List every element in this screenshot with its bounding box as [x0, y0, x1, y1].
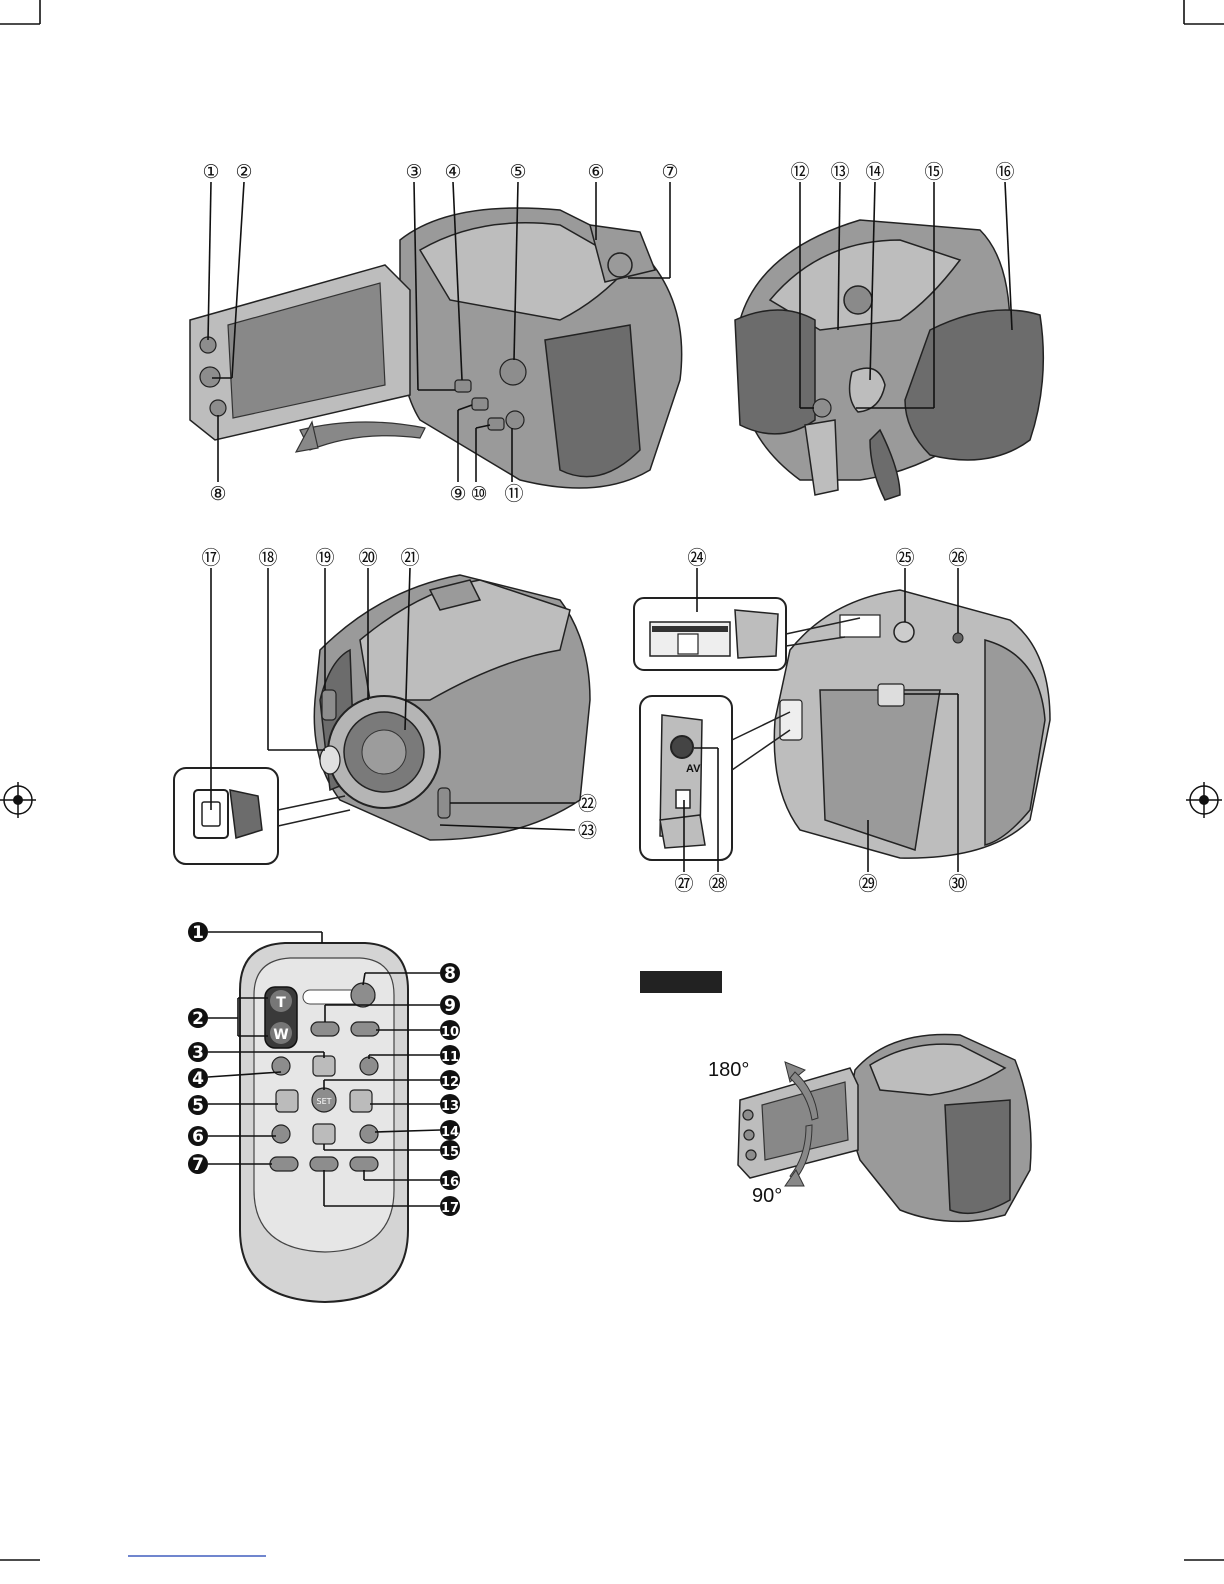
callout-20: ⑳ [358, 547, 377, 569]
callout-16: ⑯ [995, 161, 1014, 183]
callout-10: ⑩ [470, 483, 487, 505]
callout-18: ⑱ [258, 547, 277, 569]
remote-callout-8: 8 [444, 964, 456, 984]
callout-21: ㉑ [400, 547, 419, 569]
remote-callout-15: 15 [441, 1145, 459, 1160]
callout-23: ㉓ [578, 820, 597, 842]
remote-callout-13: 13 [441, 1099, 459, 1114]
camcorder-lcd-open-view [190, 208, 682, 488]
callout-4: ④ [444, 161, 461, 183]
set-button-label: SET [316, 1097, 331, 1106]
callout-27: ㉗ [674, 873, 693, 895]
angle-180-label: 180° [708, 1059, 749, 1081]
remote-callout-7: 7 [192, 1155, 204, 1175]
remote-callout-10: 10 [441, 1025, 459, 1040]
camcorder-bottom-view: AV [634, 590, 1050, 860]
callout-13: ⑬ [830, 161, 849, 183]
remote-callout-6: 6 [192, 1127, 204, 1147]
callout-7: ⑦ [661, 161, 678, 183]
callout-25: ㉕ [895, 547, 914, 569]
callout-2: ② [235, 161, 252, 183]
av-jack-label: AV [686, 763, 701, 775]
registration-mark-right [1186, 782, 1222, 818]
callout-30: ㉚ [948, 873, 967, 895]
zoom-w-label: W [273, 1027, 288, 1043]
callout-26: ㉖ [948, 547, 967, 569]
callout-1: ① [202, 161, 219, 183]
callout-22: ㉒ [578, 793, 597, 815]
callout-8: ⑧ [209, 483, 226, 505]
remote-callout-5: 5 [192, 1096, 204, 1116]
remote-callout-11: 11 [441, 1050, 459, 1065]
remote-callout-14: 14 [441, 1125, 459, 1140]
remote-callout-4: 4 [192, 1069, 204, 1089]
camcorder-rear-view [735, 220, 1043, 500]
angle-90-label: 90° [752, 1185, 782, 1207]
callout-6: ⑥ [587, 161, 604, 183]
remote-control: T W SET [240, 943, 408, 1302]
remote-callout-3: 3 [192, 1043, 204, 1063]
note-label-bar [640, 971, 722, 993]
callout-12: ⑫ [790, 161, 809, 183]
callout-17: ⑰ [201, 547, 220, 569]
remote-callout-16: 16 [441, 1175, 459, 1190]
callout-14: ⑭ [865, 161, 884, 183]
callout-labels-view2: ⑫ ⑬ ⑭ ⑮ ⑯ [790, 161, 1014, 183]
remote-callout-17: 17 [441, 1201, 459, 1216]
remote-callout-12: 12 [441, 1075, 459, 1090]
remote-callout-9: 9 [444, 996, 456, 1016]
callout-19: ⑲ [315, 547, 334, 569]
callout-11: ⑪ [504, 483, 523, 505]
camcorder-front-lens-view [174, 575, 590, 864]
callout-15: ⑮ [924, 161, 943, 183]
lcd-rotation-illustration: 180° 90° [708, 1034, 1031, 1221]
callout-24: ㉔ [687, 547, 706, 569]
callout-28: ㉘ [708, 873, 727, 895]
remote-callout-1: 1 [192, 923, 204, 943]
callout-9: ⑨ [449, 483, 466, 505]
remote-callout-2: 2 [192, 1009, 204, 1029]
callout-5: ⑤ [509, 161, 526, 183]
registration-mark-left [0, 782, 36, 818]
callout-3: ③ [405, 161, 422, 183]
open-arrow-icon [300, 422, 425, 450]
zoom-t-label: T [276, 995, 286, 1011]
callout-29: ㉙ [858, 873, 877, 895]
